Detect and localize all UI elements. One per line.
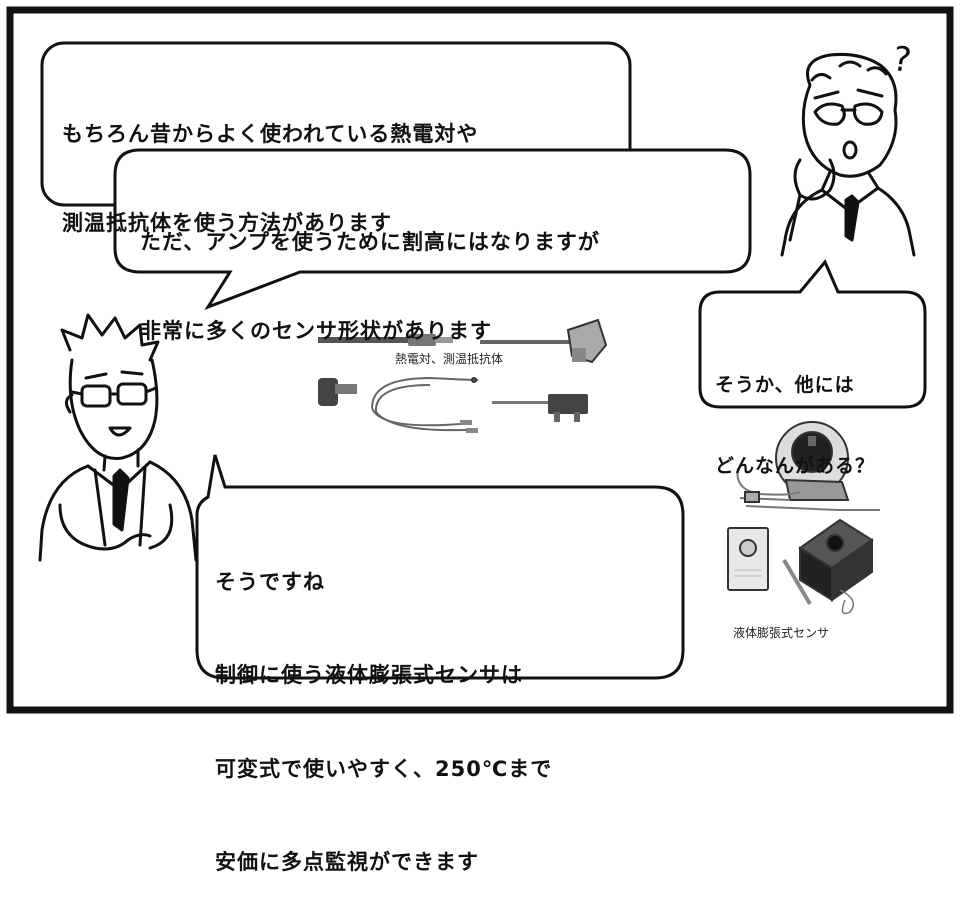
speech-bubble-bottom (195, 454, 685, 680)
bubble-bottom-line-2: 制御に使う液体膨張式センサは (215, 663, 523, 688)
bubble-top-1-line-1: もちろん昔からよく使われている熱電対や (62, 121, 479, 146)
bubble-bottom-line-4: 安価に多点監視ができます (215, 849, 479, 874)
bubble-right-text: そうか、他には どんなんがある？ (715, 318, 875, 507)
bubble-top-2-text: ただ、アンプを使うために割高にはなりますが 非常に多くのセンサ形状があります (140, 168, 600, 377)
liquid-expansion-sensor-illustration (727, 421, 880, 615)
comic-panel: もちろん昔からよく使われている熱電対や 測温抵抗体を使う方法があります ただ、ア… (6, 6, 954, 874)
bubble-bottom-line-1: そうですね (215, 570, 325, 595)
bubble-bottom-line-3: 可変式で使いやすく、250℃まで (215, 756, 553, 781)
bubble-right-line-2: どんなんがある？ (715, 454, 876, 477)
thermocouple-products-illustration (318, 318, 608, 433)
caption-thermocouple: 熱電対、測温抵抗体 (395, 352, 504, 366)
speech-bubble-top-2 (113, 148, 752, 310)
panel-drawing (6, 6, 954, 714)
bubble-top-1-text: もちろん昔からよく使われている熱電対や 測温抵抗体を使う方法があります (62, 60, 478, 269)
bubble-top-2-line-1: ただ、アンプを使うために割高にはなりますが (140, 229, 600, 254)
old-man-character (780, 53, 916, 257)
bubble-top-1-line-2: 測温抵抗体を使う方法があります (62, 211, 392, 236)
bubble-top-2-line-2: 非常に多くのセンサ形状があります (140, 319, 492, 344)
caption-liquid-expansion: 液体膨張式センサ (733, 626, 830, 640)
bubble-right-line-1: そうか、他には (715, 373, 855, 396)
engineer-character (38, 313, 198, 562)
bubble-bottom-text: そうですね 制御に使う液体膨張式センサは 可変式で使いやすく、250℃まで 安価… (215, 505, 552, 909)
speech-bubble-right (698, 259, 927, 409)
